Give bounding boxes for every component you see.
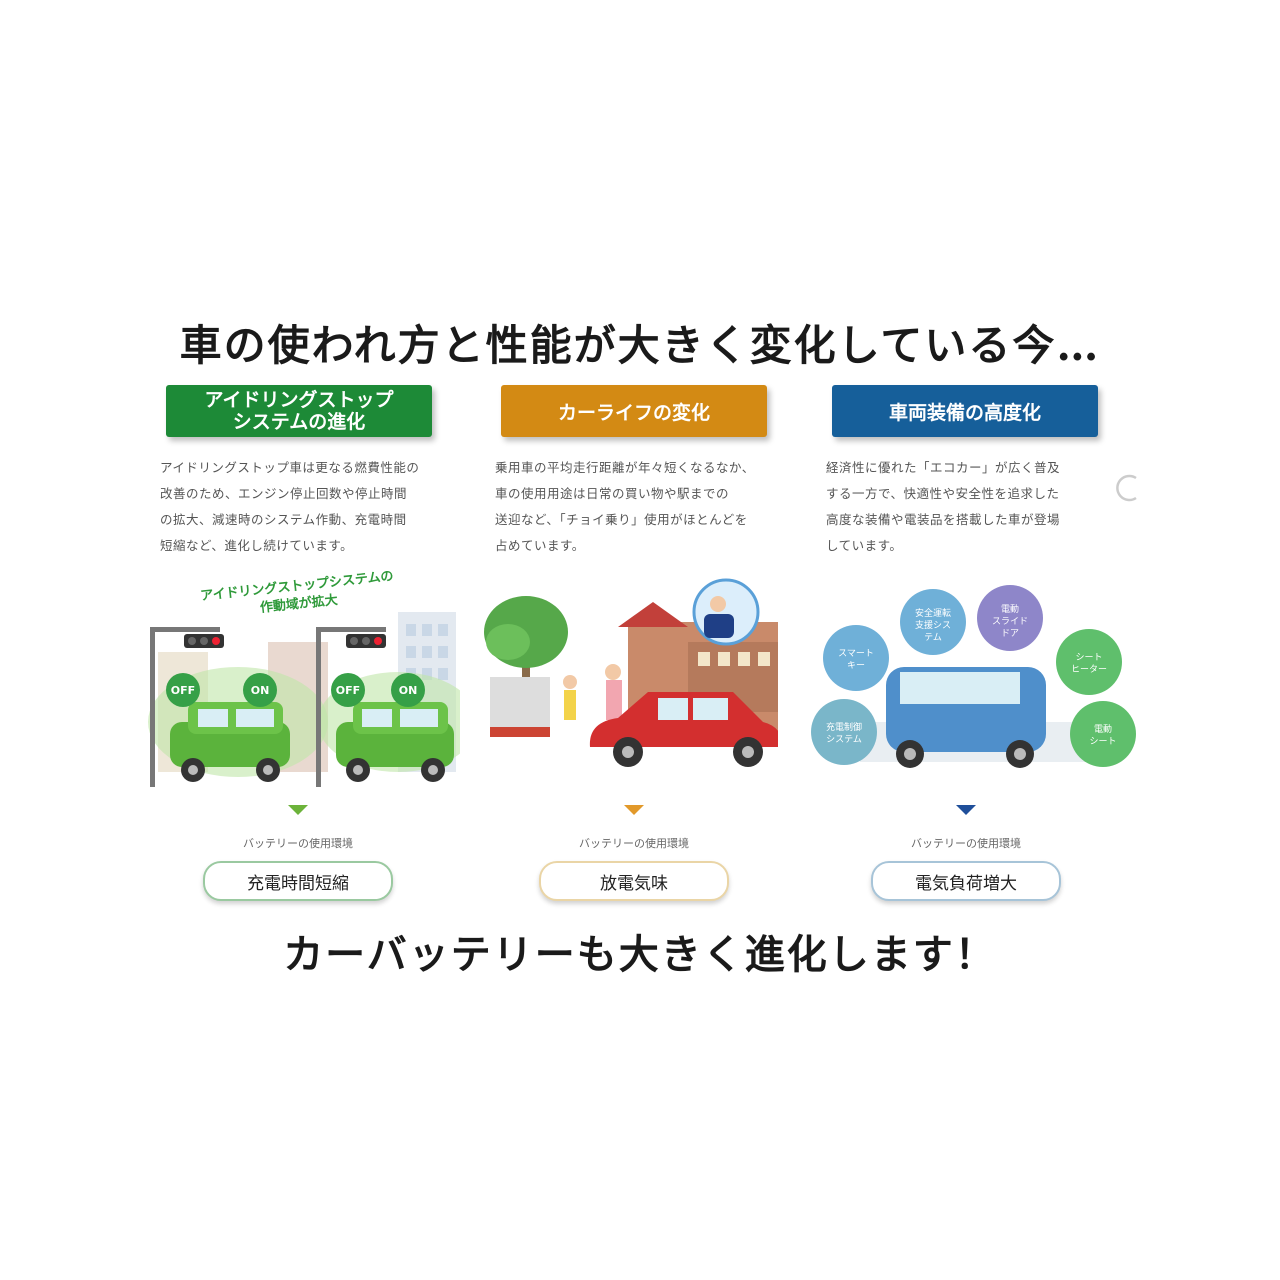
car-life-illustration [484,578,778,767]
label-idling-stop: アイドリングストップ システムの進化 [166,385,432,437]
car-blue [886,667,1046,768]
label-equipment: 車両装備の高度化 [832,385,1098,437]
env-label: バッテリーの使用環境 [243,837,353,850]
svg-text:キー: キー [847,661,865,671]
signal-text: ON [399,684,418,697]
column-equipment: 車両装備の高度化 経済性に優れた「エコカー」が広く普及 する一方で、快適性や安全… [826,385,1126,559]
car-red [589,692,778,767]
equipment-illustration: 安全運転 支援シス テム 電動 スライド ドア スマート キー シート ヒーター… [811,585,1136,768]
headline-top: 車の使われ方と性能が大きく変化している今… [179,321,1101,370]
desc-idling-stop: アイドリングストップ車は更なる燃費性能の 改善のため、エンジン停止回数や停止時間… [160,460,420,553]
desc-car-life: 乗用車の平均走行距離が年々短くなるなか、 車の使用用途は日常の買い物や駅までの … [495,460,755,553]
svg-text:支援シス: 支援シス [915,619,951,631]
car-green-2 [336,702,454,782]
scene-car-life [478,572,778,787]
signal-bubble-on-2: ON [391,673,425,707]
idling-stop-illustration: OFF ON OFF ON [148,612,460,787]
car-green-1 [170,702,290,782]
desc-equipment: 経済性に優れた「エコカー」が広く普及 する一方で、快適性や安全性を追求した 高度… [826,460,1061,553]
svg-text:シート: シート [1089,737,1116,747]
env-equipment: バッテリーの使用環境 電気負荷増大 [866,805,1066,901]
signal-text: OFF [336,684,360,697]
svg-text:システム: システム [826,734,862,745]
env-car-life: バッテリーの使用環境 放電気味 [534,805,734,901]
env-value-pill: 電気負荷増大 [871,861,1061,901]
signal-bubble-off-1: OFF [166,673,200,707]
scene-idling-stop: OFF ON OFF ON アイドリングストップシステムの 作動域が拡大 [148,569,460,792]
env-label: バッテリーの使用環境 [911,837,1021,850]
svg-text:スライド: スライド [992,616,1028,627]
svg-text:ドア: ドア [1001,629,1019,639]
svg-text:スマート: スマート [838,649,874,659]
svg-text:テム: テム [924,632,942,643]
svg-text:シート: シート [1075,653,1102,663]
label-car-life: カーライフの変化 [501,385,767,437]
arrow-down-icon [624,805,644,815]
env-idling-stop: バッテリーの使用環境 充電時間短縮 [198,805,398,901]
arrow-down-icon [288,805,308,815]
bubble-safety: 安全運転 [915,607,951,619]
scene-equipment: 安全運転 支援シス テム 電動 スライド ドア スマート キー シート ヒーター… [800,572,1145,782]
svg-text:電動: 電動 [1001,604,1019,615]
arrow-down-icon [956,805,976,815]
svg-text:充電制御: 充電制御 [826,721,862,733]
headline-bottom: カーバッテリーも大きく進化します！ [283,931,997,978]
signal-text: OFF [171,684,195,697]
svg-text:ヒーター: ヒーター [1071,664,1107,675]
svg-text:電動: 電動 [1094,724,1112,735]
env-value-pill: 充電時間短縮 [203,861,393,901]
env-label: バッテリーの使用環境 [579,837,689,850]
signal-bubble-on-1: ON [243,673,277,707]
column-idling-stop: アイドリングストップ システムの進化 アイドリングストップ車は更なる燃費性能の … [160,385,460,559]
column-car-life: カーライフの変化 乗用車の平均走行距離が年々短くなるなか、 車の使用用途は日常の… [495,385,795,559]
signal-text: ON [251,684,270,697]
signal-bubble-off-2: OFF [331,673,365,707]
loading-spinner-icon [1116,474,1137,502]
env-value-pill: 放電気味 [539,861,729,901]
